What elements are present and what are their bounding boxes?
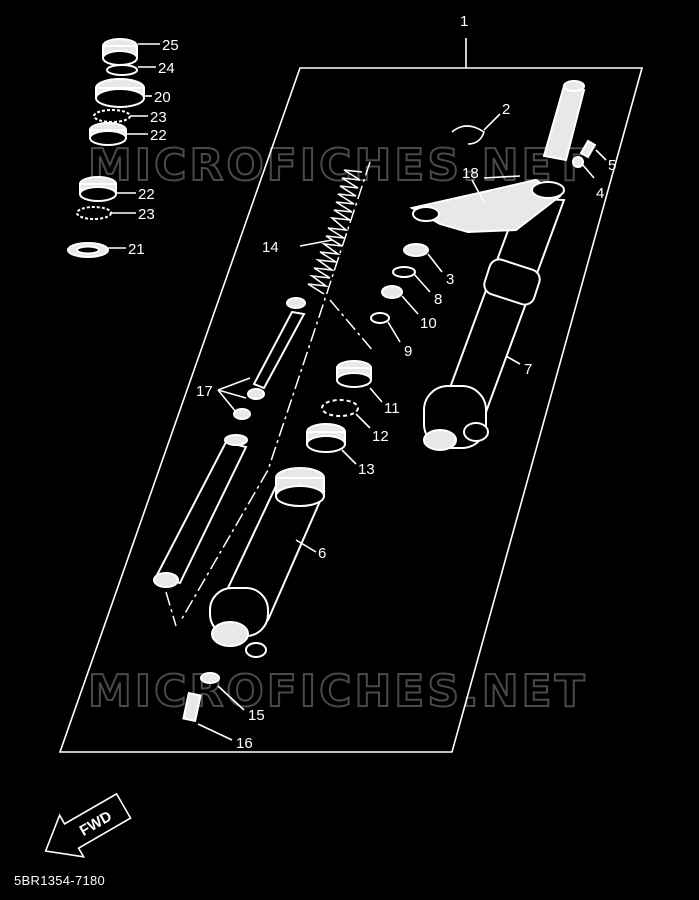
watermark-bottom: MICROFICHES.NET	[88, 666, 588, 717]
part-10	[381, 285, 403, 299]
outer-tube-6-lug	[245, 642, 267, 658]
label-11: 11	[384, 400, 400, 417]
label-8: 8	[434, 291, 442, 308]
part-13-base	[306, 435, 346, 453]
damper-rod-head	[286, 297, 306, 309]
fwd-arrow-shape	[44, 792, 132, 858]
part-18-clamp-bore-right	[531, 181, 565, 199]
label-25: 25	[162, 37, 179, 54]
label-6: 6	[318, 545, 326, 562]
part-11-base	[336, 372, 372, 388]
part-9	[370, 312, 390, 324]
fork-spring	[299, 169, 363, 295]
label-24: 24	[158, 60, 175, 77]
part-labels: 1 2 3 4 5 6 7 8 9 10 11 12 13 14 15 16 1…	[128, 13, 616, 752]
part-3	[403, 243, 429, 257]
label-15: 15	[248, 707, 265, 724]
label-22-upper: 22	[150, 127, 167, 144]
fork-seals	[306, 360, 383, 465]
part-12-clip	[321, 399, 359, 417]
part-7-collar	[483, 258, 541, 306]
axis-line-bottom	[165, 591, 177, 627]
label-7: 7	[524, 361, 532, 378]
axis-line-mid	[329, 299, 375, 353]
part-22-race-upper-base	[89, 130, 127, 146]
part-24-washer	[106, 64, 138, 76]
part-20-base	[95, 88, 145, 108]
label-4: 4	[596, 185, 604, 202]
outer-tube-6-axle	[211, 621, 249, 647]
part-8	[392, 266, 416, 278]
label-23-upper: 23	[150, 109, 167, 126]
leader-7	[505, 355, 521, 365]
assembly-boundary	[58, 67, 644, 753]
drain-bolt-parts	[182, 672, 245, 741]
part-23-bearing-upper	[93, 109, 131, 123]
part-7-lug	[463, 422, 489, 442]
steering-head-parts	[67, 38, 160, 258]
leader-14	[299, 239, 333, 247]
label-21: 21	[128, 241, 145, 258]
label-22-lower: 22	[138, 186, 155, 203]
inner-tube-bottom	[153, 572, 179, 588]
part-18-clamp	[409, 178, 562, 234]
part-17-b	[233, 408, 251, 420]
inner-tube-right-cap	[563, 80, 585, 92]
outer-tube-left	[209, 467, 326, 658]
label-17: 17	[196, 383, 213, 400]
label-2: 2	[502, 101, 510, 118]
part-23-bearing-lower	[76, 206, 112, 220]
fwd-label: FWD	[77, 808, 115, 840]
inner-tube-top	[224, 434, 248, 446]
watermark-top: MICROFICHES.NET	[88, 140, 588, 191]
inner-fork-tube	[153, 297, 306, 588]
label-5: 5	[608, 157, 616, 174]
fwd-arrow: FWD	[44, 792, 132, 858]
part-21-seal-hole	[76, 245, 100, 255]
leader-6	[295, 539, 317, 553]
right-fork-assembly	[370, 80, 607, 451]
label-16: 16	[236, 735, 253, 752]
part-18-clamp-bore	[412, 206, 440, 222]
label-1: 1	[460, 13, 468, 30]
part-5-bolt	[579, 139, 597, 159]
outer-tube-6-collar-base	[275, 485, 325, 507]
label-18: 18	[462, 165, 479, 182]
part-4-washer	[572, 156, 584, 168]
part-7-axle	[423, 429, 457, 451]
inner-tube-lower	[154, 440, 248, 585]
part-16-bolt	[182, 691, 202, 723]
part-25-nut-base	[102, 50, 138, 66]
label-10: 10	[420, 315, 437, 332]
part-2-circlip	[451, 125, 485, 145]
part-22-race-lower-base	[79, 186, 117, 202]
label-23-lower: 23	[138, 206, 155, 223]
label-13: 13	[358, 461, 375, 478]
part-15-washer	[200, 672, 220, 684]
label-12: 12	[372, 428, 389, 445]
part-17-a	[247, 388, 265, 400]
spring-coil	[307, 169, 363, 295]
diagram-code: 5BR1354-7180	[14, 873, 106, 888]
label-14: 14	[262, 239, 279, 256]
label-9: 9	[404, 343, 412, 360]
label-20: 20	[154, 89, 171, 106]
damper-rod	[252, 310, 306, 390]
label-3: 3	[446, 271, 454, 288]
axis-line-left	[179, 161, 371, 623]
